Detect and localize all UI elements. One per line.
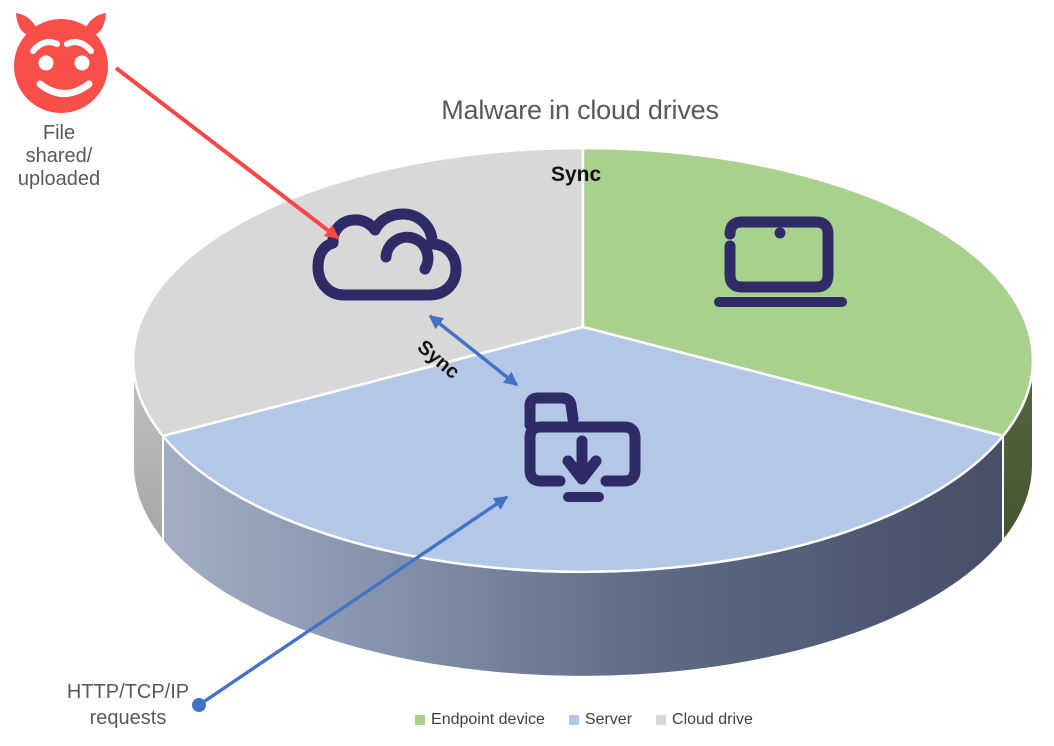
devil-brow-left (30, 39, 60, 54)
legend: Endpoint device Server Cloud drive (415, 711, 753, 729)
pie-slices (131, 146, 1035, 574)
cloud-icon (312, 208, 462, 301)
laptop-icon (714, 216, 847, 307)
devil-eye-right (74, 55, 90, 71)
legend-label-server: Server (584, 711, 633, 728)
legend-swatch-endpoint-device (415, 715, 426, 725)
legend-label-cloud-drive: Cloud drive (672, 711, 753, 728)
legend-item-endpoint-device: Endpoint device (415, 711, 545, 729)
laptop-camera-dot (774, 227, 786, 239)
file-shared-uploaded-label: File shared/ uploaded (17, 122, 101, 190)
devil-smile (36, 80, 93, 97)
devil-brow-right (64, 39, 94, 54)
legend-swatch-cloud-drive (656, 715, 667, 725)
devil-face (14, 19, 108, 113)
requests-arrow (192, 495, 509, 712)
legend-item-cloud-drive: Cloud drive (656, 711, 753, 729)
legend-item-server: Server (568, 711, 633, 729)
devil-icon (14, 13, 108, 113)
legend-label-endpoint-device: Endpoint device (431, 711, 545, 728)
sync-label-top: Sync (551, 163, 602, 186)
attack-arrow (114, 66, 340, 240)
download-arrow (562, 435, 602, 485)
http-tcp-ip-requests-label: HTTP/TCP/IP requests (66, 681, 190, 729)
diagram-title: Malware in cloud drives (441, 95, 719, 125)
folder-download-icon (524, 392, 641, 502)
legend-swatch-server (568, 715, 579, 725)
devil-eye-left (38, 55, 54, 71)
sync-double-arrow (428, 314, 519, 387)
